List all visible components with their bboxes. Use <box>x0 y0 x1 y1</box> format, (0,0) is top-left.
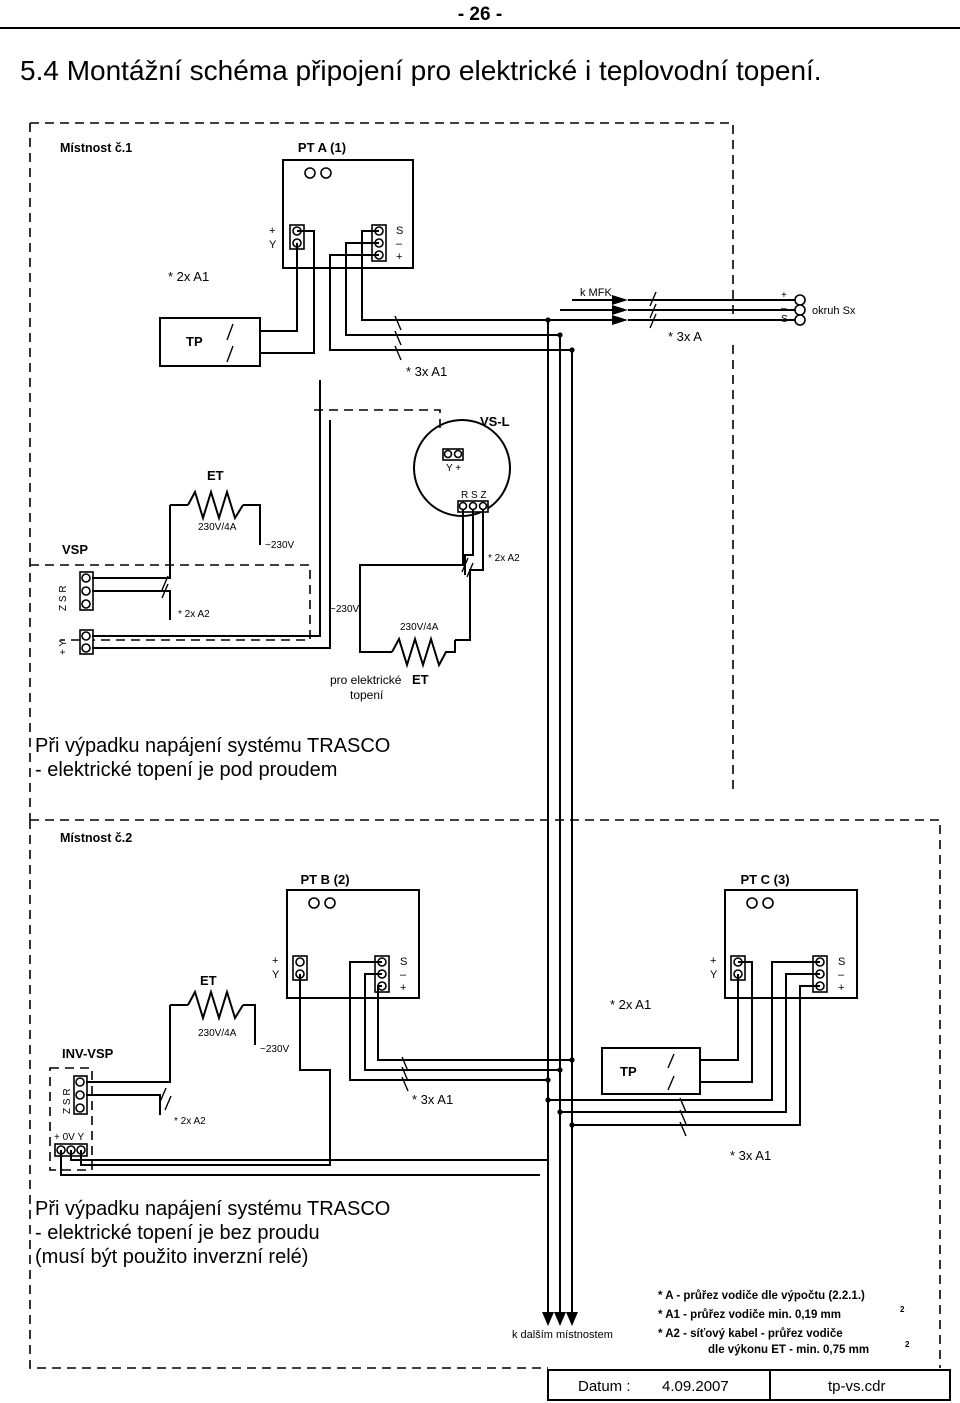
cable-2xA1-label: * 2x A1 <box>168 269 209 284</box>
room-1-note-2: - elektrické topení je pod proudem <box>35 759 337 781</box>
room-2-label: Místnost č.2 <box>60 831 132 845</box>
bus-arrows <box>542 1312 578 1326</box>
inv-terms-top: Z S R <box>62 1088 73 1114</box>
vsp-terms-bottom: + Y <box>58 640 69 655</box>
room-2-et-label: ET <box>200 973 217 988</box>
room-2-cable-3xA1-mid: * 3x A1 <box>412 1092 453 1107</box>
legend: * A - průřez vodiče dle výpočtu (2.2.1.)… <box>658 1290 910 1356</box>
pt-b-term-s: S <box>400 956 407 968</box>
pt-a-term-y: Y <box>269 239 277 251</box>
et-top-resistor <box>187 488 244 522</box>
pro-el-label-1: pro elektrické <box>330 673 402 687</box>
footer-datum-label: Datum : <box>578 1378 631 1395</box>
cable-3xA1-label: * 3x A1 <box>406 364 447 379</box>
v230-mid: ~230V <box>330 604 360 615</box>
room-1-label: Místnost č.1 <box>60 141 132 155</box>
room-2-et-rating: 230V/4A <box>198 1028 237 1039</box>
pt-a-term-plus: + <box>269 225 275 237</box>
inv-terms-bottom: + 0V Y <box>54 1132 84 1143</box>
pt-c-term-minus: – <box>838 969 845 981</box>
room-2-border-left <box>29 820 548 1369</box>
pt-b-term-plus2: + <box>400 982 406 994</box>
pt-c-label: PT C (3) <box>740 872 789 887</box>
et-top-rating: 230V/4A <box>198 522 237 533</box>
vsl-top-terms: Y + <box>446 463 461 474</box>
page-title: 5.4 Montážní schéma připojení pro elektr… <box>20 55 822 86</box>
legend-a2-line1: * A2 - síťový kabel - průřez vodiče <box>658 1328 843 1340</box>
v230-top: ~230V <box>265 540 295 551</box>
legend-a1: * A1 - průřez vodiče min. 0,19 mm <box>658 1309 841 1321</box>
inv-vsp-label: INV-VSP <box>62 1046 114 1061</box>
pt-a-led-2 <box>320 167 332 179</box>
room-2-tp-box <box>601 1047 701 1095</box>
pt-b-term-minus: – <box>400 969 407 981</box>
pt-c-box <box>724 889 858 999</box>
vsl-label: VS-L <box>480 414 510 429</box>
vsp-terms-top: Z S R <box>58 585 69 611</box>
footer: Datum : 4.09.2007 tp-vs.cdr <box>547 1369 951 1401</box>
pt-b-term-y: Y <box>272 969 280 981</box>
legend-a: * A - průřez vodiče dle výpočtu (2.2.1.) <box>658 1290 865 1302</box>
pt-c-term-plus2: + <box>838 982 844 994</box>
pt-c-term-s: S <box>838 956 845 968</box>
k-mfk-label: k MFK <box>580 287 612 299</box>
pt-a-term-minus: – <box>396 238 403 250</box>
okruh-term-s: S <box>781 314 788 325</box>
room-1-border-top <box>30 122 734 315</box>
vsl-cable-2xA2: * 2x A2 <box>488 553 520 564</box>
et-bottom-resistor <box>391 635 456 669</box>
pro-el-label-2: topení <box>350 688 384 702</box>
room-2-et-resistor <box>187 988 244 1022</box>
pt-b-term-plus: + <box>272 955 278 967</box>
room-2-tp-label: TP <box>620 1064 637 1079</box>
room-2-note-1: Při výpadku napájení systému TRASCO <box>35 1198 390 1220</box>
et-top-label: ET <box>207 468 224 483</box>
pt-a-label: PT A (1) <box>298 140 346 155</box>
vsl-bottom-terms: R S Z <box>461 490 487 501</box>
room-2-border-top <box>30 819 941 1368</box>
room-2-v230: ~230V <box>260 1044 290 1055</box>
tp-label: TP <box>186 334 203 349</box>
footer-datum-value: 4.09.2007 <box>662 1378 729 1395</box>
room-2-note-2: - elektrické topení je bez proudu <box>35 1222 320 1244</box>
pt-b-box <box>286 889 420 999</box>
legend-a2-sup: 2 <box>905 1340 910 1349</box>
et-bottom-rating: 230V/4A <box>400 622 439 633</box>
vsp-cable-2xA2: * 2x A2 <box>178 609 210 620</box>
pt-b-label: PT B (2) <box>300 872 349 887</box>
inv-vsp-box <box>49 1067 93 1171</box>
room-1-note-1: Při výpadku napájení systému TRASCO <box>35 735 390 757</box>
vsp-label: VSP <box>62 542 88 557</box>
k-dalsim-label: k dalším místnostem <box>512 1329 613 1341</box>
legend-a1-sup: 2 <box>900 1305 905 1314</box>
okruh-term-minus: – <box>781 303 787 314</box>
et-bottom-label: ET <box>412 672 429 687</box>
inv-cable-2xA2: * 2x A2 <box>174 1116 206 1127</box>
pt-a-box <box>282 159 414 269</box>
cable-3xA-label: * 3x A <box>668 329 702 344</box>
pt-c-term-plus: + <box>710 955 716 967</box>
footer-file: tp-vs.cdr <box>828 1378 886 1395</box>
room-1: Místnost č.1 PT A (1) + Y S – + * 2x A1 … <box>29 122 856 1320</box>
pt-a-led-1 <box>304 167 316 179</box>
page-number: - 26 - <box>458 4 502 25</box>
okruh-term-plus: + <box>781 290 787 301</box>
room-2-cable-2xA1: * 2x A1 <box>610 997 651 1012</box>
tp-box <box>159 317 261 367</box>
room-2: Místnost č.2 PT B (2) + Y S – + PT C (3)… <box>29 819 941 1369</box>
legend-a2-line2: dle výkonu ET - min. 0,75 mm <box>708 1344 869 1356</box>
vsl-feed-dash <box>314 409 441 430</box>
pt-c-term-y: Y <box>710 969 718 981</box>
pt-a-term-plus2: + <box>396 251 402 263</box>
okruh-label: okruh Sx <box>812 305 856 317</box>
pt-a-term-s: S <box>396 225 403 237</box>
room-2-cable-3xA1-right: * 3x A1 <box>730 1148 771 1163</box>
room-2-note-3: (musí být použito inverzní relé) <box>35 1246 308 1268</box>
